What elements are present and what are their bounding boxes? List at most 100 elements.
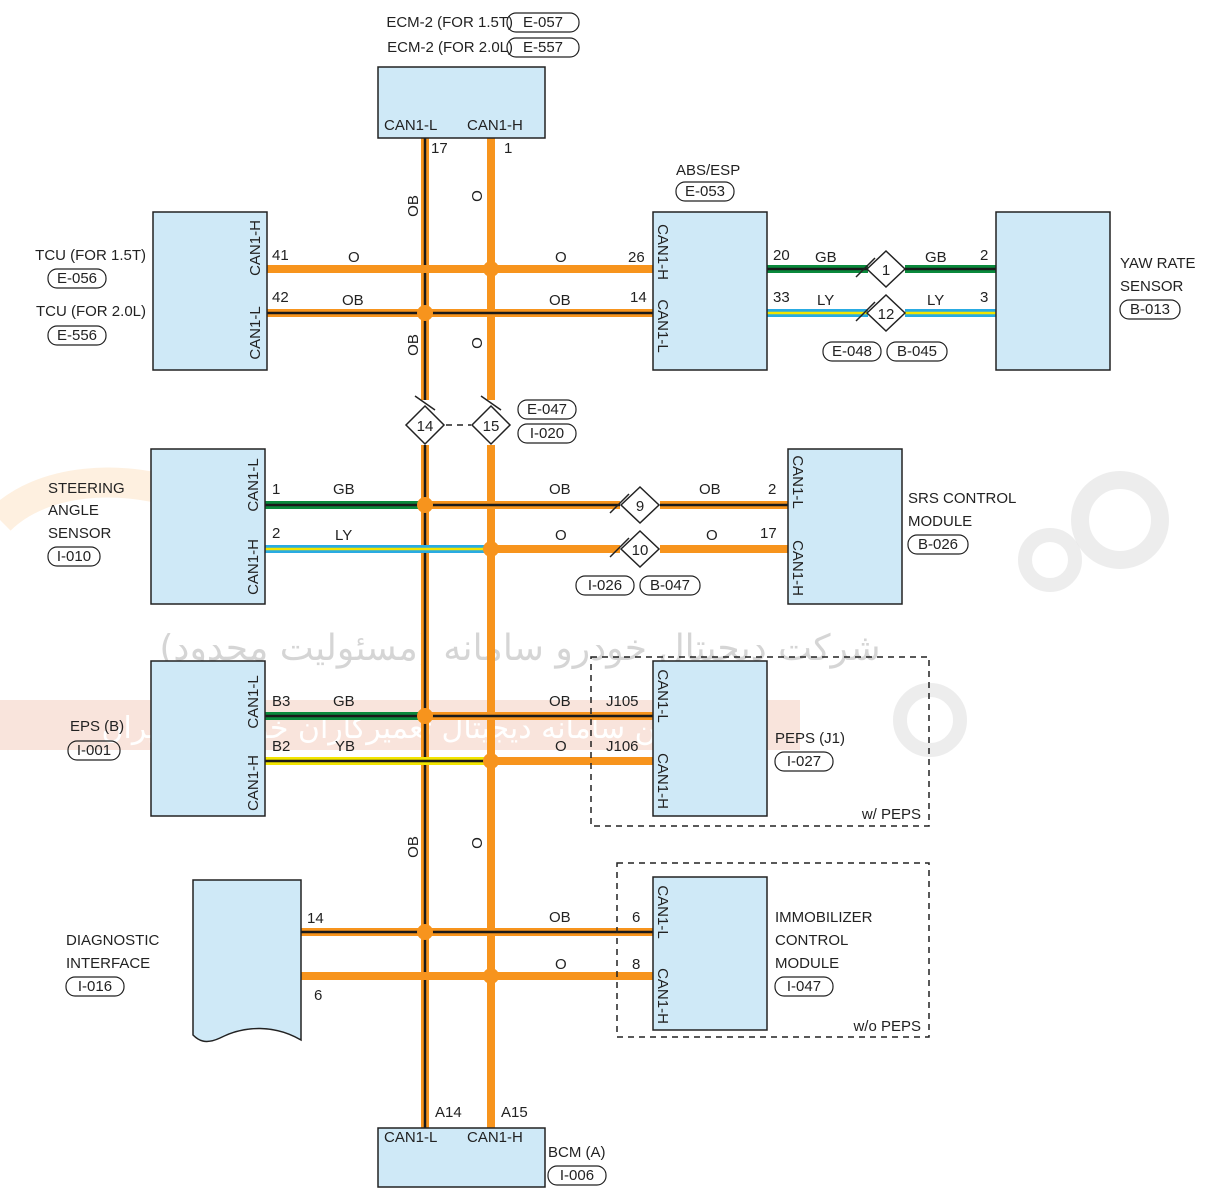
conn-b045: B-045 [897,343,937,360]
bcm-num-h: A15 [501,1104,528,1121]
eps-num-h: B2 [272,738,290,755]
splice-14-label: 14 [417,418,434,435]
steer-line-1: STEERING [48,480,125,497]
inline-connector-9 [609,485,661,525]
eps-label: EPS (B) [70,718,124,735]
inline-connector-14 [404,395,446,446]
eps-num-l: B3 [272,693,290,710]
immo-note: w/o PEPS [852,1018,921,1035]
wire-label-tcu-l: OB [342,292,364,309]
wire-label-gb-2: GB [925,249,947,266]
yaw-num-1: 2 [980,247,988,264]
yaw-line-1: YAW RATE [1120,255,1196,272]
trunk-l-label-1: OB [405,195,422,217]
steer-pin-h: CAN1-H [245,539,262,595]
splice-10-label: 10 [632,542,649,559]
diag-num-h: 6 [314,987,322,1004]
peps-option-frame [590,656,930,827]
wire-label-ly-1: LY [817,292,834,309]
diag-box [192,879,302,1043]
conn-e047: E-047 [527,401,567,418]
tcu-num-h: 41 [272,247,289,264]
abs-box [652,211,768,371]
abs-num-h: 26 [628,249,645,266]
wire-label-ly-2: LY [927,292,944,309]
tcu-label-1: TCU (FOR 1.5T) [35,247,146,264]
diag-line-2: INTERFACE [66,955,150,972]
wire-label-abs-l: OB [549,292,571,309]
tcu-num-l: 42 [272,289,289,306]
inline-connector-15 [470,395,512,446]
immo-option-frame [616,862,930,1038]
srs-box [787,448,903,605]
watermark-line1: شرکت دیجیتال خودرو سامانه (مسئولیت محدود… [159,628,880,669]
steer-num-l: 1 [272,481,280,498]
wire-label-tcu-h: O [348,249,360,266]
trunk-h-label-2: O [469,337,486,349]
abs-label: ABS/ESP [676,162,740,179]
diag-line-1: DIAGNOSTIC [66,932,160,949]
immo-pin-h: CAN1-H [654,968,671,1024]
steer-line-3: SENSOR [48,525,112,542]
peps-pin-l: CAN1-L [654,669,671,722]
diag-num-l: 14 [307,910,324,927]
wire-label-abs-h: O [555,249,567,266]
ecm-pin-l-num: 17 [431,140,448,157]
tcu-conn-2: E-556 [57,327,97,344]
trunk-l-label-2: OB [405,334,422,356]
wire-label-steer-ly: LY [335,527,352,544]
ecm-label-1: ECM-2 (FOR 1.5T) [386,14,513,31]
srs-line-1: SRS CONTROL [908,490,1016,507]
srs-num-h: 17 [760,525,777,542]
eps-pin-h: CAN1-H [245,755,262,811]
wire-label-srs-o-2: O [706,527,718,544]
eps-conn: I-001 [77,742,111,759]
steer-pin-l: CAN1-L [245,458,262,511]
inline-connector-12 [855,293,907,333]
abs-conn: E-053 [685,183,725,200]
bcm-pin-l: CAN1-L [384,1129,437,1146]
yaw-line-2: SENSOR [1120,278,1184,295]
srs-num-l: 2 [768,481,776,498]
wire-label-gb-1: GB [815,249,837,266]
peps-note: w/ PEPS [861,806,921,823]
immo-line-1: IMMOBILIZER [775,909,873,926]
immo-conn: I-047 [787,978,821,995]
steer-num-h: 2 [272,525,280,542]
trunk-h-label-3: O [469,837,486,849]
immo-num-l: 6 [632,909,640,926]
abs-num-l: 14 [630,289,647,306]
eps-pin-l: CAN1-L [245,675,262,728]
ecm-pin-h-num: 1 [504,140,512,157]
immo-pin-l: CAN1-L [654,885,671,938]
wire-label-peps-o: O [555,738,567,755]
abs-num-gb: 20 [773,247,790,264]
tcu-pin-h: CAN1-H [247,220,264,276]
conn-e048: E-048 [832,343,872,360]
peps-box [652,660,768,817]
wire-label-srs-o-1: O [555,527,567,544]
peps-label: PEPS (J1) [775,730,845,747]
srs-pin-h: CAN1-H [789,540,806,596]
ecm-label-2: ECM-2 (FOR 2.0L) [387,39,513,56]
eps-box [150,660,266,817]
tcu-conn-1: E-056 [57,270,97,287]
splice-dots [417,261,499,984]
peps-conn: I-027 [787,753,821,770]
wire-label-eps-yb: YB [335,738,355,755]
diag-conn: I-016 [78,978,112,995]
wire-label-srs-ob-2: OB [699,481,721,498]
abs-pin-h: CAN1-H [654,224,671,280]
srs-conn: B-026 [918,536,958,553]
wire-label-immo-ob: OB [549,909,571,926]
trunk-l-label-3: OB [405,836,422,858]
conn-i026: I-026 [588,577,622,594]
inline-connector-1 [855,249,907,289]
wire-label-srs-ob-1: OB [549,481,571,498]
peps-num-l: J105 [606,693,639,710]
inline-connector-10 [609,529,661,569]
ecm-conn-1: E-057 [523,14,563,31]
wire-label-peps-ob: OB [549,693,571,710]
immo-line-2: CONTROL [775,932,848,949]
bcm-box [377,1127,546,1188]
